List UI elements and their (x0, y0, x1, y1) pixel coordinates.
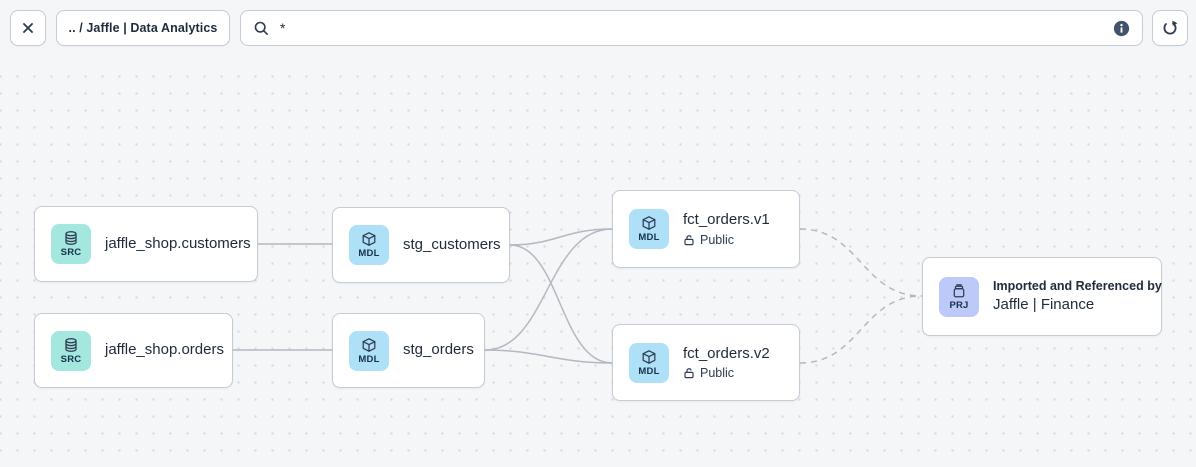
cube-icon (642, 216, 656, 231)
cube-icon (642, 349, 656, 364)
badge-label: SRC (60, 353, 82, 365)
refresh-icon (1163, 20, 1178, 35)
node-project-jaffle-finance[interactable]: PRJ Imported and Referenced by Jaffle | … (922, 257, 1162, 336)
unlock-icon (684, 235, 694, 246)
cube-icon (362, 232, 376, 247)
node-subtitle: Imported and Referenced by (993, 278, 1162, 293)
unlock-icon (684, 368, 694, 379)
badge-label: MDL (638, 365, 660, 377)
node-jaffle-shop-orders[interactable]: SRC jaffle_shop.orders (34, 313, 233, 388)
search-bar[interactable] (240, 10, 1143, 46)
info-icon[interactable] (1113, 20, 1130, 37)
model-badge: MDL (349, 225, 389, 265)
node-title: jaffle_shop.customers (105, 234, 251, 252)
node-fct-orders-v1[interactable]: MDL fct_orders.v1 Public (612, 190, 800, 268)
database-icon (65, 231, 77, 246)
access-label: Public (700, 366, 735, 381)
node-title: fct_orders.v1 (683, 211, 770, 229)
search-input[interactable] (278, 19, 1105, 37)
breadcrumb[interactable]: .. / Jaffle | Data Analytics (56, 10, 230, 46)
node-title: Jaffle | Finance (993, 295, 1095, 313)
node-title: stg_customers (403, 235, 501, 253)
badge-label: SRC (60, 247, 82, 259)
model-badge: MDL (629, 342, 669, 383)
source-badge: SRC (51, 330, 91, 371)
access-label: Public (700, 232, 735, 247)
badge-label: MDL (358, 353, 380, 365)
badge-label: MDL (638, 232, 660, 244)
database-icon (65, 337, 77, 352)
cube-icon (362, 337, 376, 352)
x-icon (23, 23, 33, 33)
badge-label: MDL (358, 248, 380, 260)
node-title: fct_orders.v2 (683, 344, 770, 362)
breadcrumb-label: .. / Jaffle | Data Analytics (68, 21, 218, 35)
model-badge: MDL (629, 209, 669, 249)
project-badge: PRJ (939, 276, 979, 317)
node-stg-customers[interactable]: MDL stg_customers (332, 207, 510, 283)
node-jaffle-shop-customers[interactable]: SRC jaffle_shop.customers (34, 206, 258, 282)
model-badge: MDL (349, 330, 389, 371)
access-row: Public (683, 366, 770, 380)
search-icon (254, 21, 268, 35)
close-button[interactable] (10, 10, 46, 46)
access-row: Public (683, 233, 770, 247)
node-title: jaffle_shop.orders (105, 341, 224, 359)
toolbar: .. / Jaffle | Data Analytics (0, 0, 1196, 56)
jar-icon (953, 284, 965, 298)
node-title: stg_orders (403, 341, 474, 359)
badge-label: PRJ (949, 299, 969, 311)
source-badge: SRC (51, 224, 91, 264)
refresh-button[interactable] (1152, 10, 1188, 46)
node-stg-orders[interactable]: MDL stg_orders (332, 313, 485, 388)
node-fct-orders-v2[interactable]: MDL fct_orders.v2 Public (612, 324, 800, 401)
